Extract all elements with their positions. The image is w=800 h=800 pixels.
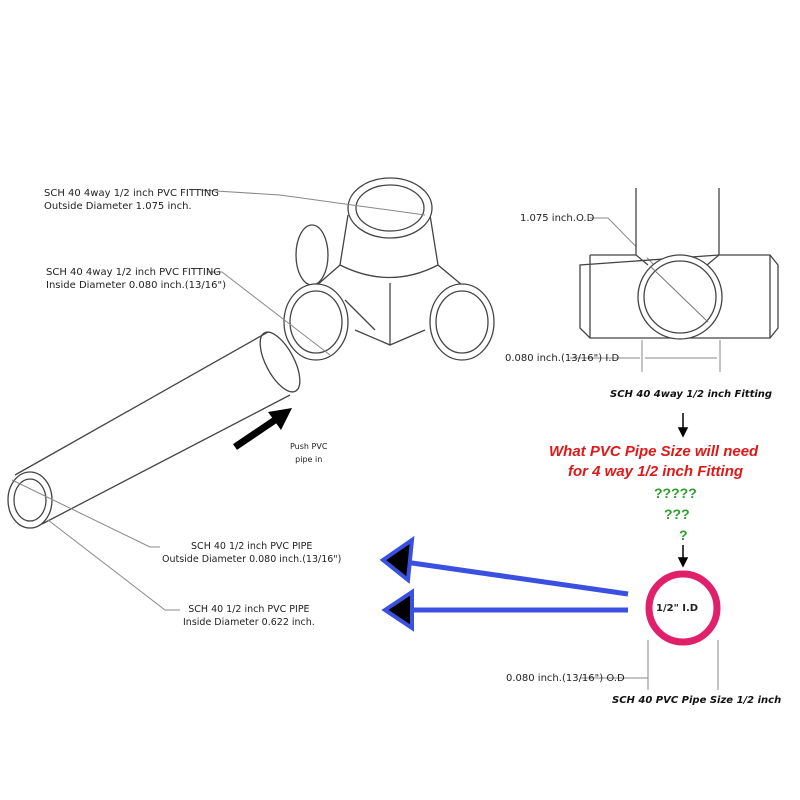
label-line: Outside Diameter 0.080 inch.(13/16") xyxy=(162,554,342,565)
push-label: Push PVC pipe in xyxy=(290,440,327,466)
pipe-od-label: SCH 40 1/2 inch PVC PIPE Outside Diamete… xyxy=(162,540,341,566)
pipe-od-dimension: 0.080 inch.(13/16") O.D xyxy=(506,673,625,684)
question-line1: What PVC Pipe Size will need xyxy=(549,443,759,460)
label-line: Inside Diameter 0.080 inch.(13/16") xyxy=(46,280,226,291)
leader-lines xyxy=(11,189,721,690)
fitting-front-view xyxy=(579,188,779,340)
down-arrows xyxy=(677,413,689,568)
label-line: SCH 40 4way 1/2 inch PVC FITTING xyxy=(46,267,222,278)
fitting-od-label: SCH 40 4way 1/2 inch PVC FITTING Outside… xyxy=(44,187,219,213)
label-line: SCH 40 1/2 inch PVC PIPE xyxy=(188,604,310,615)
pipe-3d xyxy=(7,331,301,529)
pipe-cross-section xyxy=(645,570,721,646)
label-line: SCH 40 1/2 inch PVC PIPE xyxy=(191,541,313,552)
pipe-id-center-label: 1/2" I.D xyxy=(656,603,699,614)
label-line: pipe in xyxy=(295,455,323,464)
question-marks-3: ? xyxy=(679,527,688,543)
label-line: Inside Diameter 0.622 inch. xyxy=(183,617,315,628)
pipe-caption: SCH 40 PVC Pipe Size 1/2 inch xyxy=(612,695,782,706)
blue-arrows xyxy=(379,535,629,632)
pipe-id-label: SCH 40 1/2 inch PVC PIPE Inside Diameter… xyxy=(183,603,315,629)
question-marks-1: ????? xyxy=(654,485,697,501)
label-line: SCH 40 4way 1/2 inch PVC FITTING xyxy=(44,188,220,199)
label-line: Push PVC xyxy=(290,442,328,451)
fitting-od-dimension: 1.075 inch.O.D xyxy=(520,213,595,224)
fitting-caption: SCH 40 4way 1/2 inch Fitting xyxy=(610,389,773,400)
question-line2: for 4 way 1/2 inch Fitting xyxy=(568,463,744,480)
push-arrow xyxy=(233,408,292,450)
question-marks-2: ??? xyxy=(664,506,690,522)
fitting-3d xyxy=(283,177,495,361)
label-line: Outside Diameter 1.075 inch. xyxy=(44,201,192,212)
fitting-id-label: SCH 40 4way 1/2 inch PVC FITTING Inside … xyxy=(46,266,226,292)
fitting-id-dimension: 0.080 inch.(13/16") I.D xyxy=(505,353,620,364)
